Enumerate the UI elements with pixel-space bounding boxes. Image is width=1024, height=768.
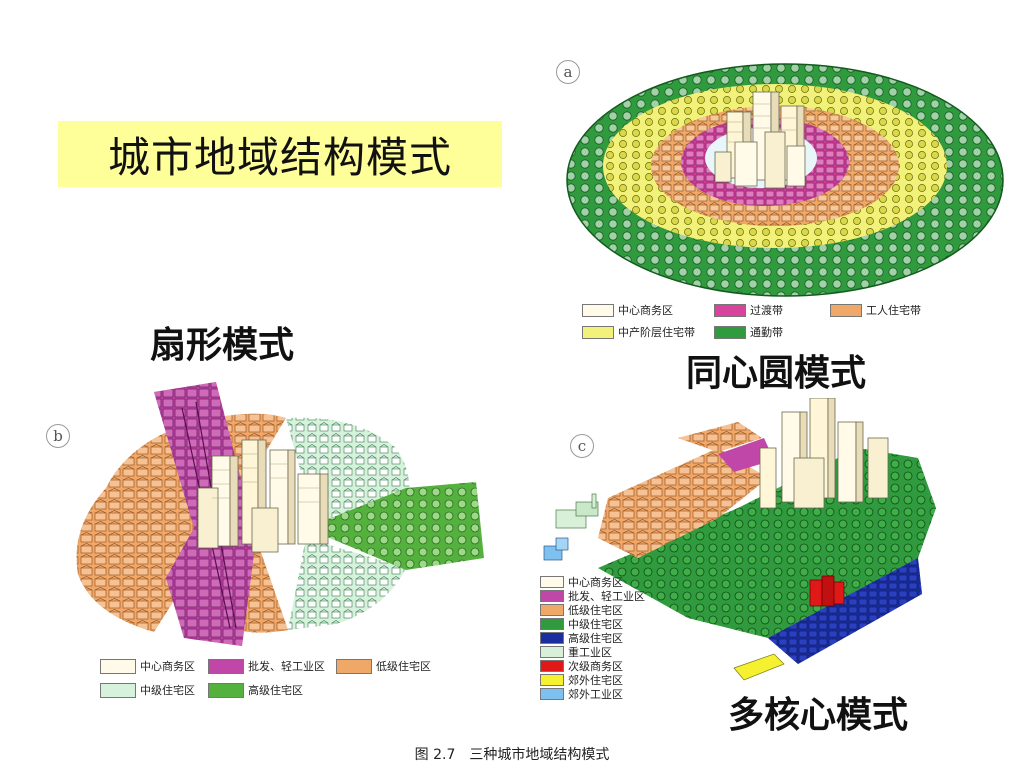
legend-item: 批发、轻工业区 bbox=[208, 658, 325, 674]
concentric-model-illustration bbox=[566, 63, 1004, 297]
legend-label: 中心商务区 bbox=[618, 304, 673, 317]
legend-swatch bbox=[540, 618, 564, 630]
multi-nuclei-model-illustration bbox=[543, 398, 936, 681]
legend-item: 次级商务区 bbox=[540, 658, 623, 674]
legend-label: 批发、轻工业区 bbox=[248, 660, 325, 673]
legend-item: 批发、轻工业区 bbox=[540, 588, 645, 604]
legend-swatch bbox=[100, 658, 136, 674]
legend-item: 重工业区 bbox=[540, 644, 612, 660]
legend-label: 高级住宅区 bbox=[568, 632, 623, 645]
legend-swatch bbox=[540, 660, 564, 672]
legend-item: 中心商务区 bbox=[100, 658, 195, 674]
legend-label: 通勤带 bbox=[750, 326, 783, 339]
multi-nuclei-model-title: 多核心模式 bbox=[728, 695, 909, 736]
legend-item: 低级住宅区 bbox=[540, 602, 623, 618]
sector-model-illustration bbox=[76, 382, 484, 646]
legend-label: 中级住宅区 bbox=[568, 618, 623, 631]
panel-c-letter: c bbox=[570, 434, 594, 458]
legend-swatch bbox=[540, 674, 564, 686]
legend-swatch bbox=[540, 632, 564, 644]
legend-label: 工人住宅带 bbox=[866, 304, 921, 317]
legend-item: 高级住宅区 bbox=[208, 682, 303, 698]
legend-swatch bbox=[540, 576, 564, 588]
legend-item: 低级住宅区 bbox=[336, 658, 431, 674]
legend-swatch bbox=[208, 682, 244, 698]
legend-item: 工人住宅带 bbox=[830, 302, 921, 318]
legend-label: 重工业区 bbox=[568, 646, 612, 659]
legend-item: 中心商务区 bbox=[582, 302, 673, 318]
legend-swatch bbox=[830, 303, 862, 317]
legend-label: 低级住宅区 bbox=[568, 604, 623, 617]
legend-label: 低级住宅区 bbox=[376, 660, 431, 673]
legend-swatch bbox=[208, 658, 244, 674]
legend-label: 郊外住宅区 bbox=[568, 674, 623, 687]
legend-item: 中级住宅区 bbox=[100, 682, 195, 698]
panel-b-legend: 中心商务区 批发、轻工业区 低级住宅区 中级住宅区 高级住宅区 bbox=[100, 656, 480, 700]
legend-label: 中心商务区 bbox=[568, 576, 623, 589]
legend-swatch bbox=[540, 590, 564, 602]
legend-swatch bbox=[336, 658, 372, 674]
legend-item: 过渡带 bbox=[714, 302, 783, 318]
legend-swatch bbox=[582, 303, 614, 317]
legend-label: 高级住宅区 bbox=[248, 684, 303, 697]
legend-swatch bbox=[714, 303, 746, 317]
sector-model-title: 扇形模式 bbox=[150, 325, 295, 366]
legend-item: 郊外工业区 bbox=[540, 686, 623, 702]
legend-item: 中产阶层住宅带 bbox=[582, 324, 695, 340]
legend-label: 批发、轻工业区 bbox=[568, 590, 645, 603]
legend-swatch bbox=[540, 604, 564, 616]
legend-label: 过渡带 bbox=[750, 304, 783, 317]
legend-swatch bbox=[540, 688, 564, 700]
page-title: 城市地域结构模式 bbox=[58, 121, 502, 187]
panel-c-legend: 中心商务区 批发、轻工业区 低级住宅区 中级住宅区 高级住宅区 重工业区 次级商… bbox=[540, 574, 680, 704]
legend-label: 次级商务区 bbox=[568, 660, 623, 673]
legend-label: 中产阶层住宅带 bbox=[618, 326, 695, 339]
legend-label: 中心商务区 bbox=[140, 660, 195, 673]
legend-swatch bbox=[582, 325, 614, 339]
concentric-model-title: 同心圆模式 bbox=[686, 353, 867, 394]
legend-swatch bbox=[540, 646, 564, 658]
legend-swatch bbox=[100, 682, 136, 698]
legend-swatch bbox=[714, 325, 746, 339]
panel-b-letter: b bbox=[46, 424, 70, 448]
legend-label: 中级住宅区 bbox=[140, 684, 195, 697]
panel-a-letter: a bbox=[556, 60, 580, 84]
panel-a-legend: 中心商务区 过渡带 工人住宅带 中产阶层住宅带 通勤带 bbox=[582, 300, 972, 340]
legend-item: 中心商务区 bbox=[540, 574, 623, 590]
legend-item: 高级住宅区 bbox=[540, 630, 623, 646]
legend-item: 通勤带 bbox=[714, 324, 783, 340]
legend-item: 郊外住宅区 bbox=[540, 672, 623, 688]
legend-label: 郊外工业区 bbox=[568, 688, 623, 701]
legend-item: 中级住宅区 bbox=[540, 616, 623, 632]
figure-caption: 图 2.7 三种城市地域结构模式 bbox=[414, 747, 610, 763]
